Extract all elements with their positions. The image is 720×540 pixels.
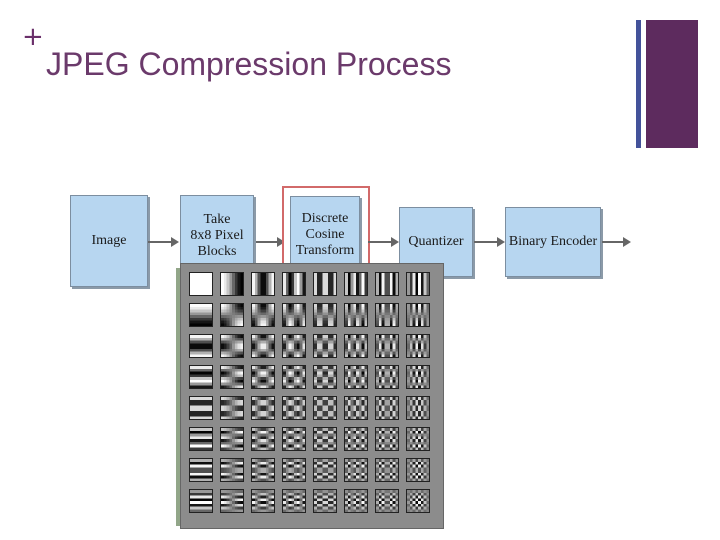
dct-basis-tile — [406, 396, 430, 420]
accent-thin-bar — [636, 20, 641, 148]
arrow-4 — [474, 237, 505, 247]
dct-basis-tile — [406, 458, 430, 482]
dct-basis-tile — [251, 458, 275, 482]
dct-basis-tile — [282, 427, 306, 451]
dct-basis-tile — [251, 427, 275, 451]
dct-basis-tile — [375, 303, 399, 327]
dct-basis-tile — [251, 272, 275, 296]
dct-basis-tile — [189, 458, 213, 482]
dct-basis-tile — [189, 303, 213, 327]
dct-basis-tile — [282, 365, 306, 389]
arrow-1 — [148, 237, 179, 247]
block-image: Image — [70, 195, 148, 287]
dct-basis-tile — [189, 396, 213, 420]
dct-basis-tile — [375, 427, 399, 451]
dct-basis-tile — [220, 396, 244, 420]
dct-basis-tile — [282, 489, 306, 513]
slide-title: JPEG Compression Process — [46, 46, 452, 82]
dct-basis-tile — [344, 427, 368, 451]
dct-basis-tile — [220, 427, 244, 451]
block-dct: Discrete Cosine Transform — [290, 196, 360, 276]
dct-basis-tile — [406, 427, 430, 451]
bullet-plus-icon: + — [22, 22, 44, 52]
dct-basis-tile — [406, 365, 430, 389]
dct-basis-tile — [344, 365, 368, 389]
dct-basis-tile — [313, 334, 337, 358]
dct-basis-tile — [189, 272, 213, 296]
dct-basis-tile — [313, 396, 337, 420]
dct-basis-tile — [406, 489, 430, 513]
dct-basis-tile — [282, 458, 306, 482]
dct-basis-tile — [251, 365, 275, 389]
dct-basis-tile — [344, 396, 368, 420]
dct-basis-tile — [375, 458, 399, 482]
dct-basis-tile — [251, 489, 275, 513]
dct-basis-tile — [375, 396, 399, 420]
dct-basis-tile — [406, 303, 430, 327]
accent-thick-bar — [646, 20, 698, 148]
block-label: Quantizer — [408, 234, 464, 249]
block-label: Discrete Cosine Transform — [295, 211, 355, 258]
dct-basis-tile — [251, 303, 275, 327]
dct-basis-tile — [220, 303, 244, 327]
dct-basis-tile — [375, 272, 399, 296]
dct-basis-tile — [189, 334, 213, 358]
dct-basis-tile — [344, 334, 368, 358]
dct-basis-tile — [282, 396, 306, 420]
dct-basis-functions-image — [180, 263, 444, 529]
block-label: Binary Encoder — [508, 234, 598, 249]
dct-basis-tile — [313, 489, 337, 513]
dct-basis-tile — [251, 396, 275, 420]
dct-basis-tile — [313, 427, 337, 451]
arrow-3 — [368, 237, 399, 247]
dct-basis-tile — [220, 458, 244, 482]
dct-basis-tile — [189, 365, 213, 389]
arrow-2 — [256, 237, 285, 247]
dct-basis-tile — [220, 272, 244, 296]
arrow-5 — [602, 237, 631, 247]
dct-basis-tile — [375, 489, 399, 513]
dct-basis-tile — [282, 272, 306, 296]
block-label: Take 8x8 Pixel Blocks — [190, 212, 244, 259]
dct-basis-tile — [313, 458, 337, 482]
dct-basis-tile — [313, 272, 337, 296]
dct-basis-tile — [406, 272, 430, 296]
dct-basis-tile — [251, 334, 275, 358]
dct-basis-tile — [189, 427, 213, 451]
dct-basis-tile — [344, 272, 368, 296]
block-binary-encoder: Binary Encoder — [505, 207, 601, 277]
dct-basis-tile — [282, 334, 306, 358]
dct-basis-tile — [344, 458, 368, 482]
dct-basis-tile — [189, 489, 213, 513]
dct-basis-tile — [406, 334, 430, 358]
image-edge-strip — [176, 268, 180, 526]
dct-basis-tile — [313, 365, 337, 389]
dct-basis-tile — [375, 334, 399, 358]
dct-basis-tile — [220, 489, 244, 513]
dct-basis-tile — [344, 303, 368, 327]
dct-basis-tile — [220, 334, 244, 358]
dct-basis-tile — [220, 365, 244, 389]
dct-basis-tile — [375, 365, 399, 389]
dct-basis-tile — [282, 303, 306, 327]
dct-basis-tile — [313, 303, 337, 327]
dct-basis-tile — [344, 489, 368, 513]
block-label: Image — [91, 233, 127, 248]
